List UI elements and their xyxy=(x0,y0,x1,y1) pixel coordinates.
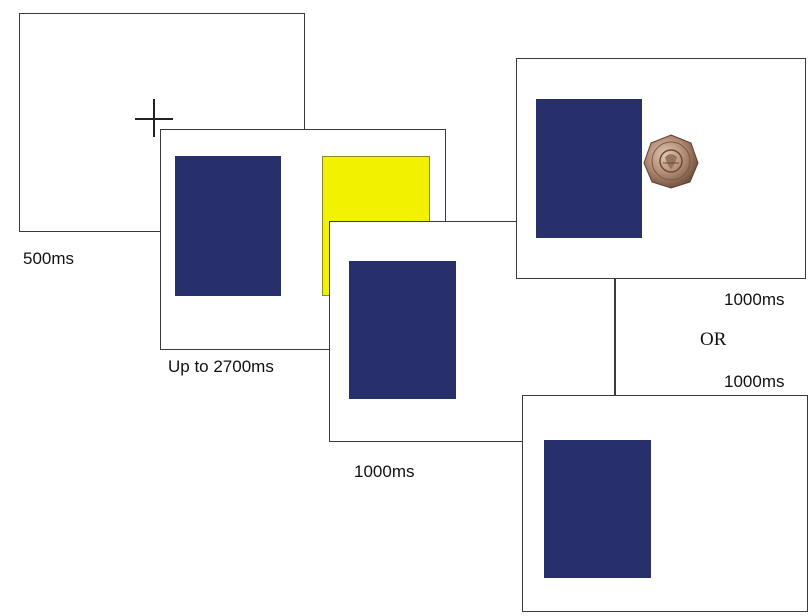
blue-stimulus-no-reward xyxy=(544,440,651,578)
fixation-cross-vertical xyxy=(153,99,155,137)
or-label: OR xyxy=(700,329,726,351)
no-reward-duration-label: 1000ms xyxy=(724,372,784,392)
blue-stimulus-left xyxy=(175,156,281,296)
reward-duration-label: 1000ms xyxy=(724,290,784,310)
outcome-connector xyxy=(614,278,616,396)
coin-icon xyxy=(643,133,699,189)
chosen-duration-label: 1000ms xyxy=(354,462,414,482)
fixation-duration-label: 500ms xyxy=(23,249,74,269)
blue-stimulus-reward xyxy=(536,99,642,238)
blue-stimulus-chosen xyxy=(349,261,456,399)
choice-duration-label: Up to 2700ms xyxy=(168,357,274,377)
